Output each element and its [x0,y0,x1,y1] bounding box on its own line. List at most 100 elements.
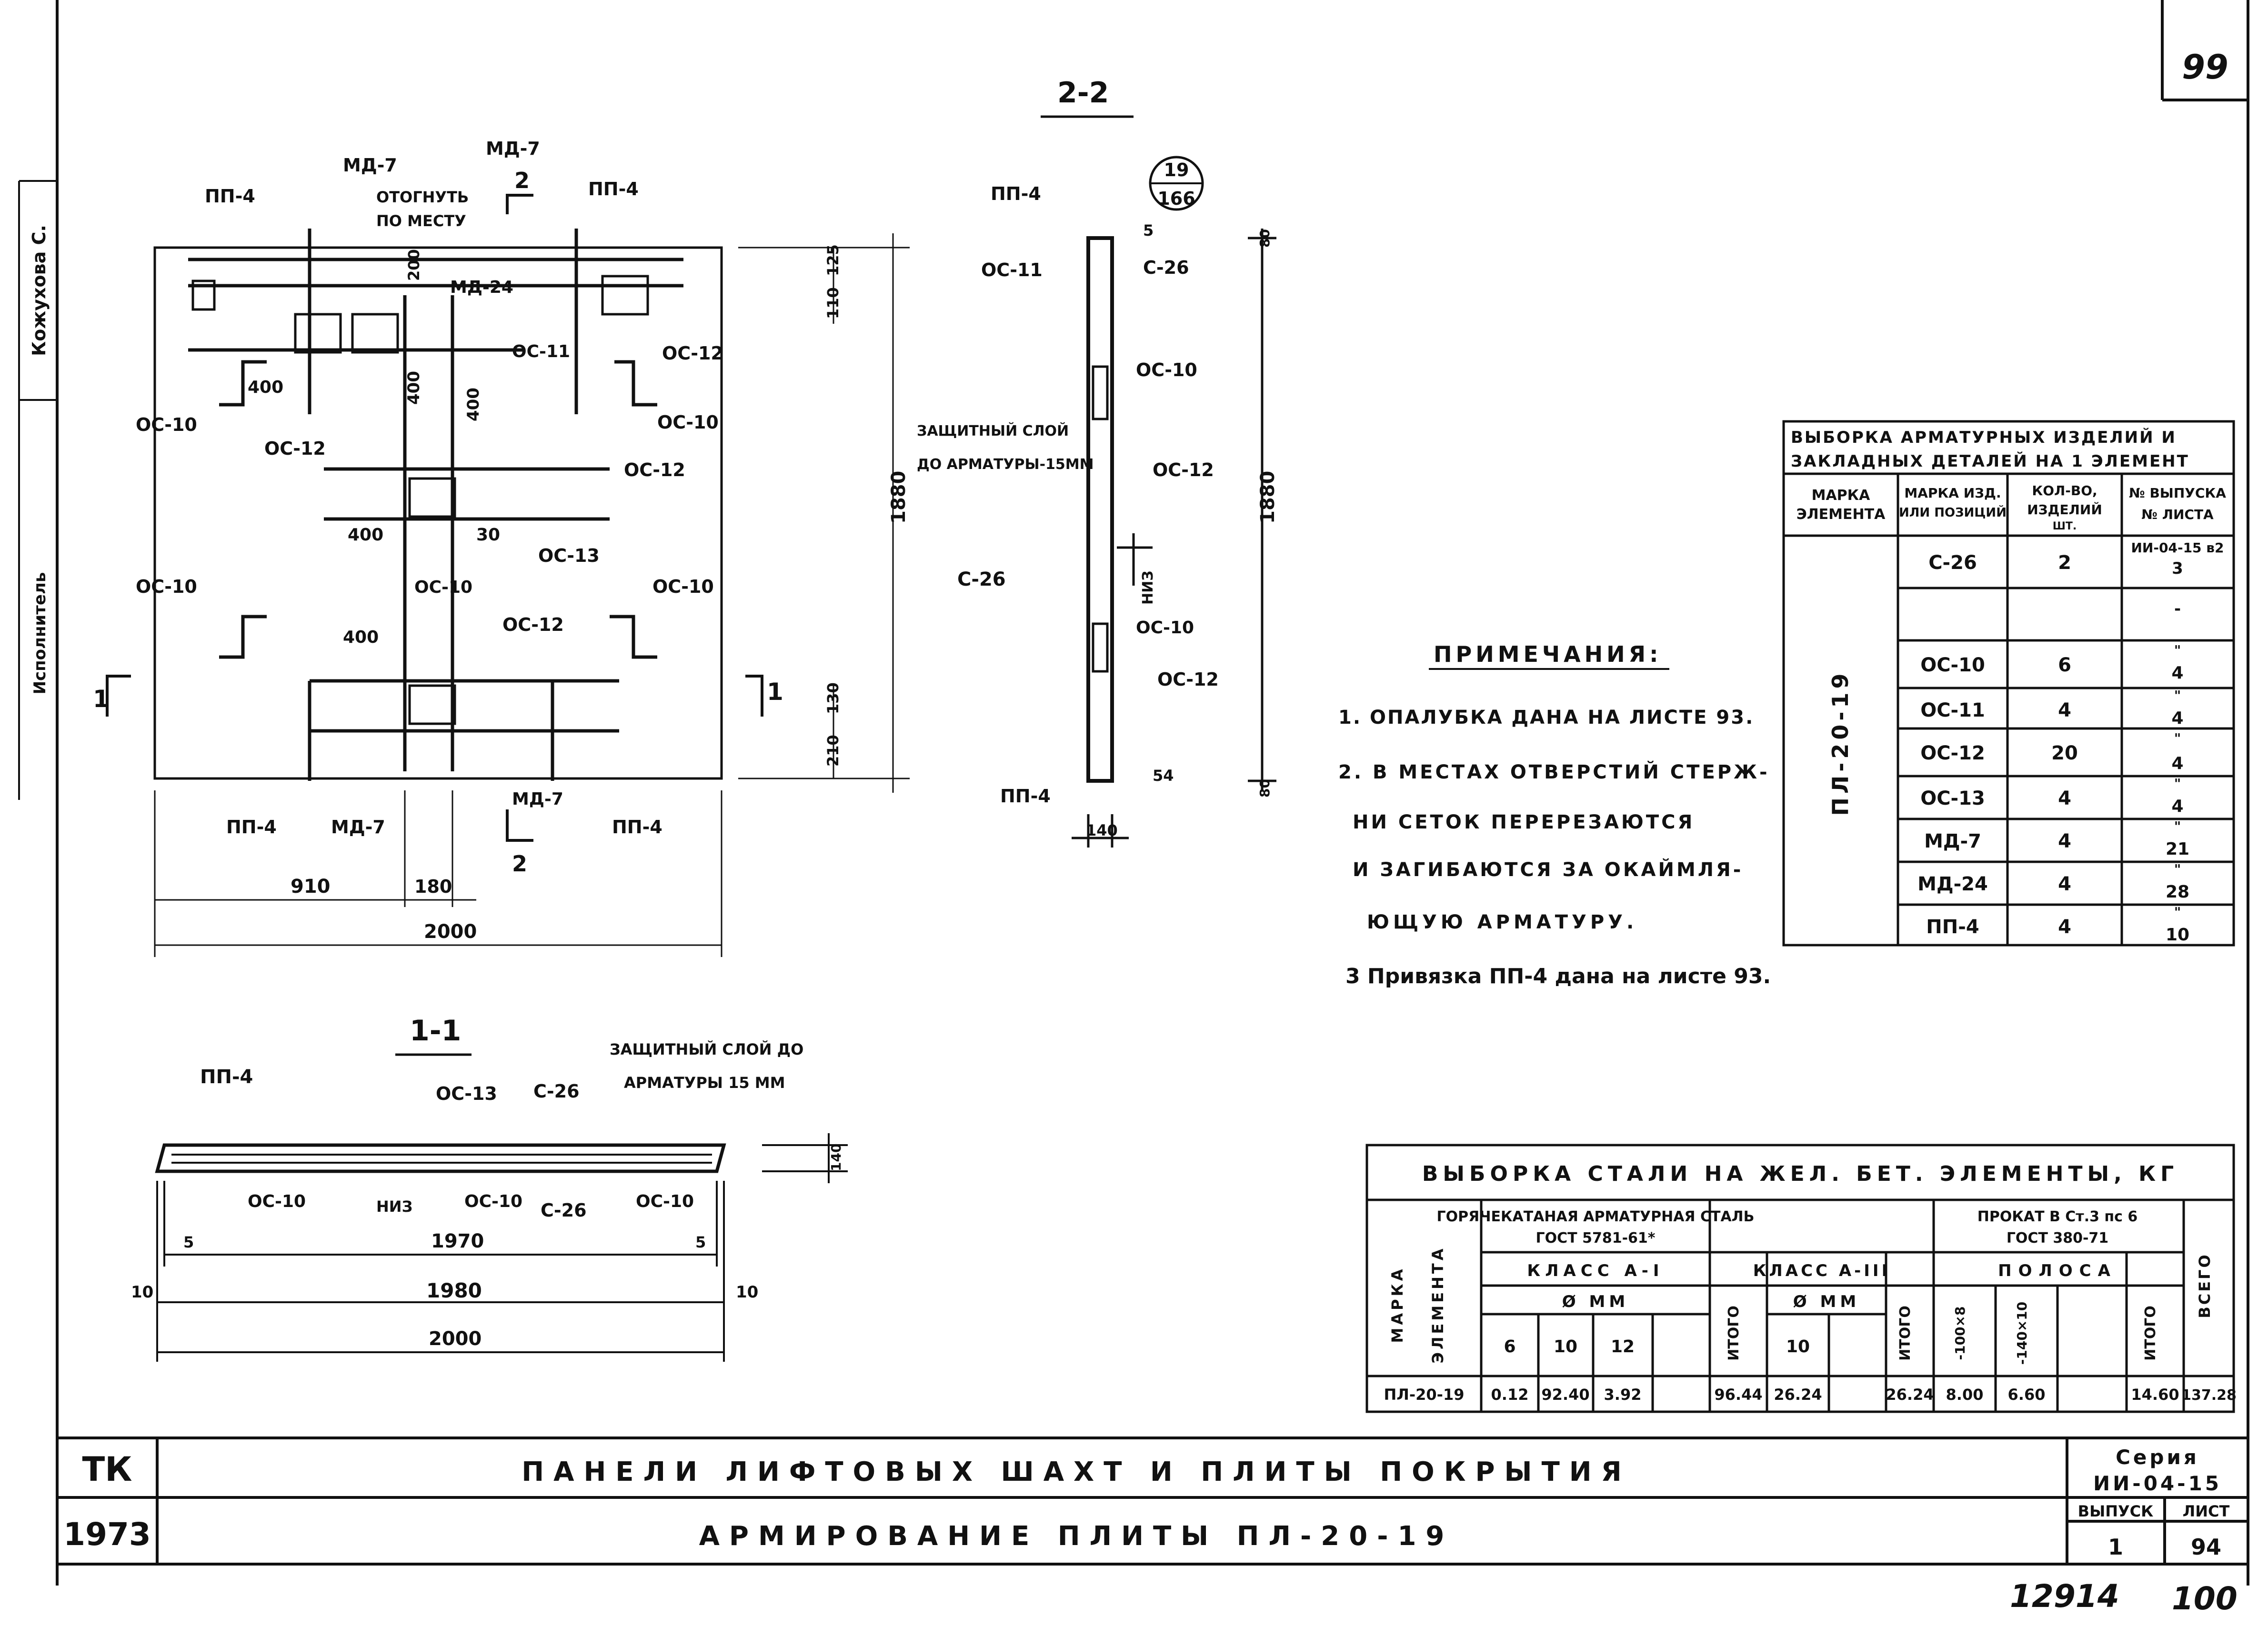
steel-dia-a3: Ø ММ [1793,1292,1860,1311]
label-os10-l3: ОС-10 [136,576,197,597]
plan-view [106,194,910,957]
plan-openings [191,275,649,725]
side-stamp-role: Исполнитель [30,572,50,695]
products-row-2-mark: ОС-10 [1920,654,1985,676]
s11-pp4: ПП-4 [200,1066,253,1088]
products-row-8-ref-top: " [2174,904,2181,920]
label-section-1-right: 1 [767,678,783,706]
products-row-8-qty: 4 [2058,916,2071,938]
dim-110: 110 [824,287,842,319]
products-row-2-ref-top: " [2174,642,2181,658]
s11-dim-5-left: 5 [183,1233,194,1251]
label-pp4-bl: ПП-4 [226,817,277,838]
s22-os12-low: ОС-12 [1157,669,1219,690]
s11-cover-1: ЗАЩИТНЫЙ СЛОЙ ДО [610,1040,803,1058]
label-os10-r3: ОС-10 [652,576,714,597]
products-row-5-ref-top: " [2174,776,2181,791]
label-os12-mid: ОС-12 [502,614,564,635]
title-series-label: Серия [2116,1446,2199,1469]
note-line-4: И ЗАГИБАЮТСЯ ЗА ОКАЙМЛЯ- [1353,858,1743,881]
section-1-1: 1-1 ПП-4 ОС-13 С-26 ЗАЩИТНЫЙ СЛОЙ ДО АРМ… [131,1014,848,1362]
steel-row-strip-1: 6.60 [2008,1386,2046,1404]
s22-os12-right: ОС-12 [1153,459,1214,480]
products-table: ВЫБОРКА АРМАТУРНЫХ ИЗДЕЛИЙ И ЗАКЛАДНЫХ Д… [1782,420,2235,947]
section-2-2-title: 2-2 [1057,76,1109,110]
s11-dim-140: 140 [828,1144,844,1171]
products-h3-1: КОЛ-ВО, [2032,483,2097,499]
side-stamp [18,180,57,800]
label-md24: МД-24 [450,278,513,297]
products-row-7-mark: МД-24 [1917,873,1988,895]
s22-dim-80-bottom: 80 [1257,779,1273,798]
s22-pp4-top: ПП-4 [991,183,1041,204]
products-row-6-mark: МД-7 [1924,830,1981,852]
dim-125: 125 [824,244,842,276]
steel-strip: ПОЛОСА [1998,1261,2117,1280]
products-row-8-ref-bottom: 10 [2166,925,2189,945]
steel-group2-1: ПРОКАТ В Ст.3 пс 6 [1977,1208,2138,1225]
title-block: ТК 1973 ПАНЕЛИ ЛИФТОВЫХ ШАХТ И ПЛИТЫ ПОК… [57,1436,2248,1566]
sheet-frame [56,0,2249,1586]
title-year: 1973 [63,1516,151,1553]
steel-itogo-a1: ИТОГО [1726,1306,1742,1361]
dim-30: 30 [476,525,500,545]
products-row-7-qty: 4 [2058,873,2071,895]
section-1-1-marks [106,675,763,717]
products-row-4-qty: 20 [2051,742,2078,764]
label-os10-mid: ОС-10 [414,578,472,597]
label-otognut-1: ОТОГНУТЬ [376,188,469,206]
s22-c26-left: С-26 [957,569,1006,590]
notes-block: ПРИМЕЧАНИЯ: 1. ОПАЛУБКА ДАНА НА ЛИСТЕ 93… [1338,641,1771,988]
steel-row-a1-2: 3.92 [1604,1386,1642,1404]
products-row-5-ref-bottom: 4 [2171,797,2183,816]
s11-cover-2: АРМАТУРЫ 15 ММ [624,1074,785,1092]
label-section-mark-bottom: 2 [512,851,527,877]
s22-cover-1: ЗАЩИТНЫЙ СЛОЙ [917,422,1069,439]
s11-dim-1970: 1970 [431,1230,484,1252]
title-sub: АРМИРОВАНИЕ ПЛИТЫ ПЛ-20-19 [699,1521,1454,1552]
products-row-1-ref-bottom: - [2174,599,2181,618]
products-h3-2: ИЗДЕЛИЙ [2027,501,2102,518]
steel-itogo-strip: ИТОГО [2142,1306,2159,1361]
label-md7-bl: МД-7 [331,817,385,838]
s22-dim-1880: 1880 [1257,471,1279,524]
note-line-2: 2. В МЕСТАХ ОТВЕРСТИЙ СТЕРЖ- [1338,760,1770,783]
note-line-3: НИ СЕТОК ПЕРЕРЕЗАЮТСЯ [1353,811,1695,833]
dim-180: 180 [414,876,452,897]
products-row-0-mark: С-26 [1928,552,1977,574]
steel-group1-2: ГОСТ 5781-61* [1536,1230,1656,1247]
products-h2-2: ИЛИ ПОЗИЦИЙ [1899,505,2007,520]
products-row-7-ref-bottom: 28 [2166,882,2189,902]
steel-row-a3-total: 26.24 [1886,1386,1934,1404]
title-issue-label: ВЫПУСК [2078,1502,2154,1520]
s22-cover-2: ДО АРМАТУРЫ-15ММ [917,456,1094,473]
s22-c26-right: С-26 [1143,257,1189,278]
s11-dim-2000: 2000 [429,1328,482,1350]
title-main: ПАНЕЛИ ЛИФТОВЫХ ШАХТ И ПЛИТЫ ПОКРЫТИЯ [522,1456,1631,1487]
label-md7-tl: МД-7 [343,155,397,176]
dim-400-d: 400 [348,525,383,545]
products-row-3-mark: ОС-11 [1920,699,1985,721]
products-h1-1: МАРКА [1812,487,1871,504]
dim-400-a: 400 [248,378,283,397]
steel-title: ВЫБОРКА СТАЛИ НА ЖЕЛ. БЕТ. ЭЛЕМЕНТЫ, КГ [1422,1162,2178,1186]
label-pp4-br: ПП-4 [612,817,662,838]
label-md7-tr: МД-7 [486,138,540,159]
s11-os13: ОС-13 [436,1083,497,1104]
products-row-2-qty: 6 [2058,654,2071,676]
s11-c26-bot: С-26 [541,1200,587,1221]
s22-os11: ОС-11 [981,259,1043,280]
products-element: ПЛ-20-19 [1827,670,1853,816]
dim-400-b: 400 [404,371,423,405]
s11-dim-5-right: 5 [695,1233,706,1251]
products-h4-1: № ВЫПУСКА [2129,485,2226,501]
steel-dia-a1: Ø ММ [1562,1292,1629,1311]
plan-labels: ПП-4 МД-7 ОТОГНУТЬ ПО МЕСТУ МД-7 ПП-4 2 … [93,138,910,943]
dim-400-e: 400 [343,628,379,647]
steel-group2-2: ГОСТ 380-71 [2007,1230,2108,1247]
dim-910: 910 [291,876,331,898]
steel-row-strip-total: 14.60 [2131,1386,2179,1404]
products-row-6-qty: 4 [2058,830,2071,852]
steel-row-a1-1: 92.40 [1541,1386,1589,1404]
label-md7-bot: МД-7 [512,789,563,809]
